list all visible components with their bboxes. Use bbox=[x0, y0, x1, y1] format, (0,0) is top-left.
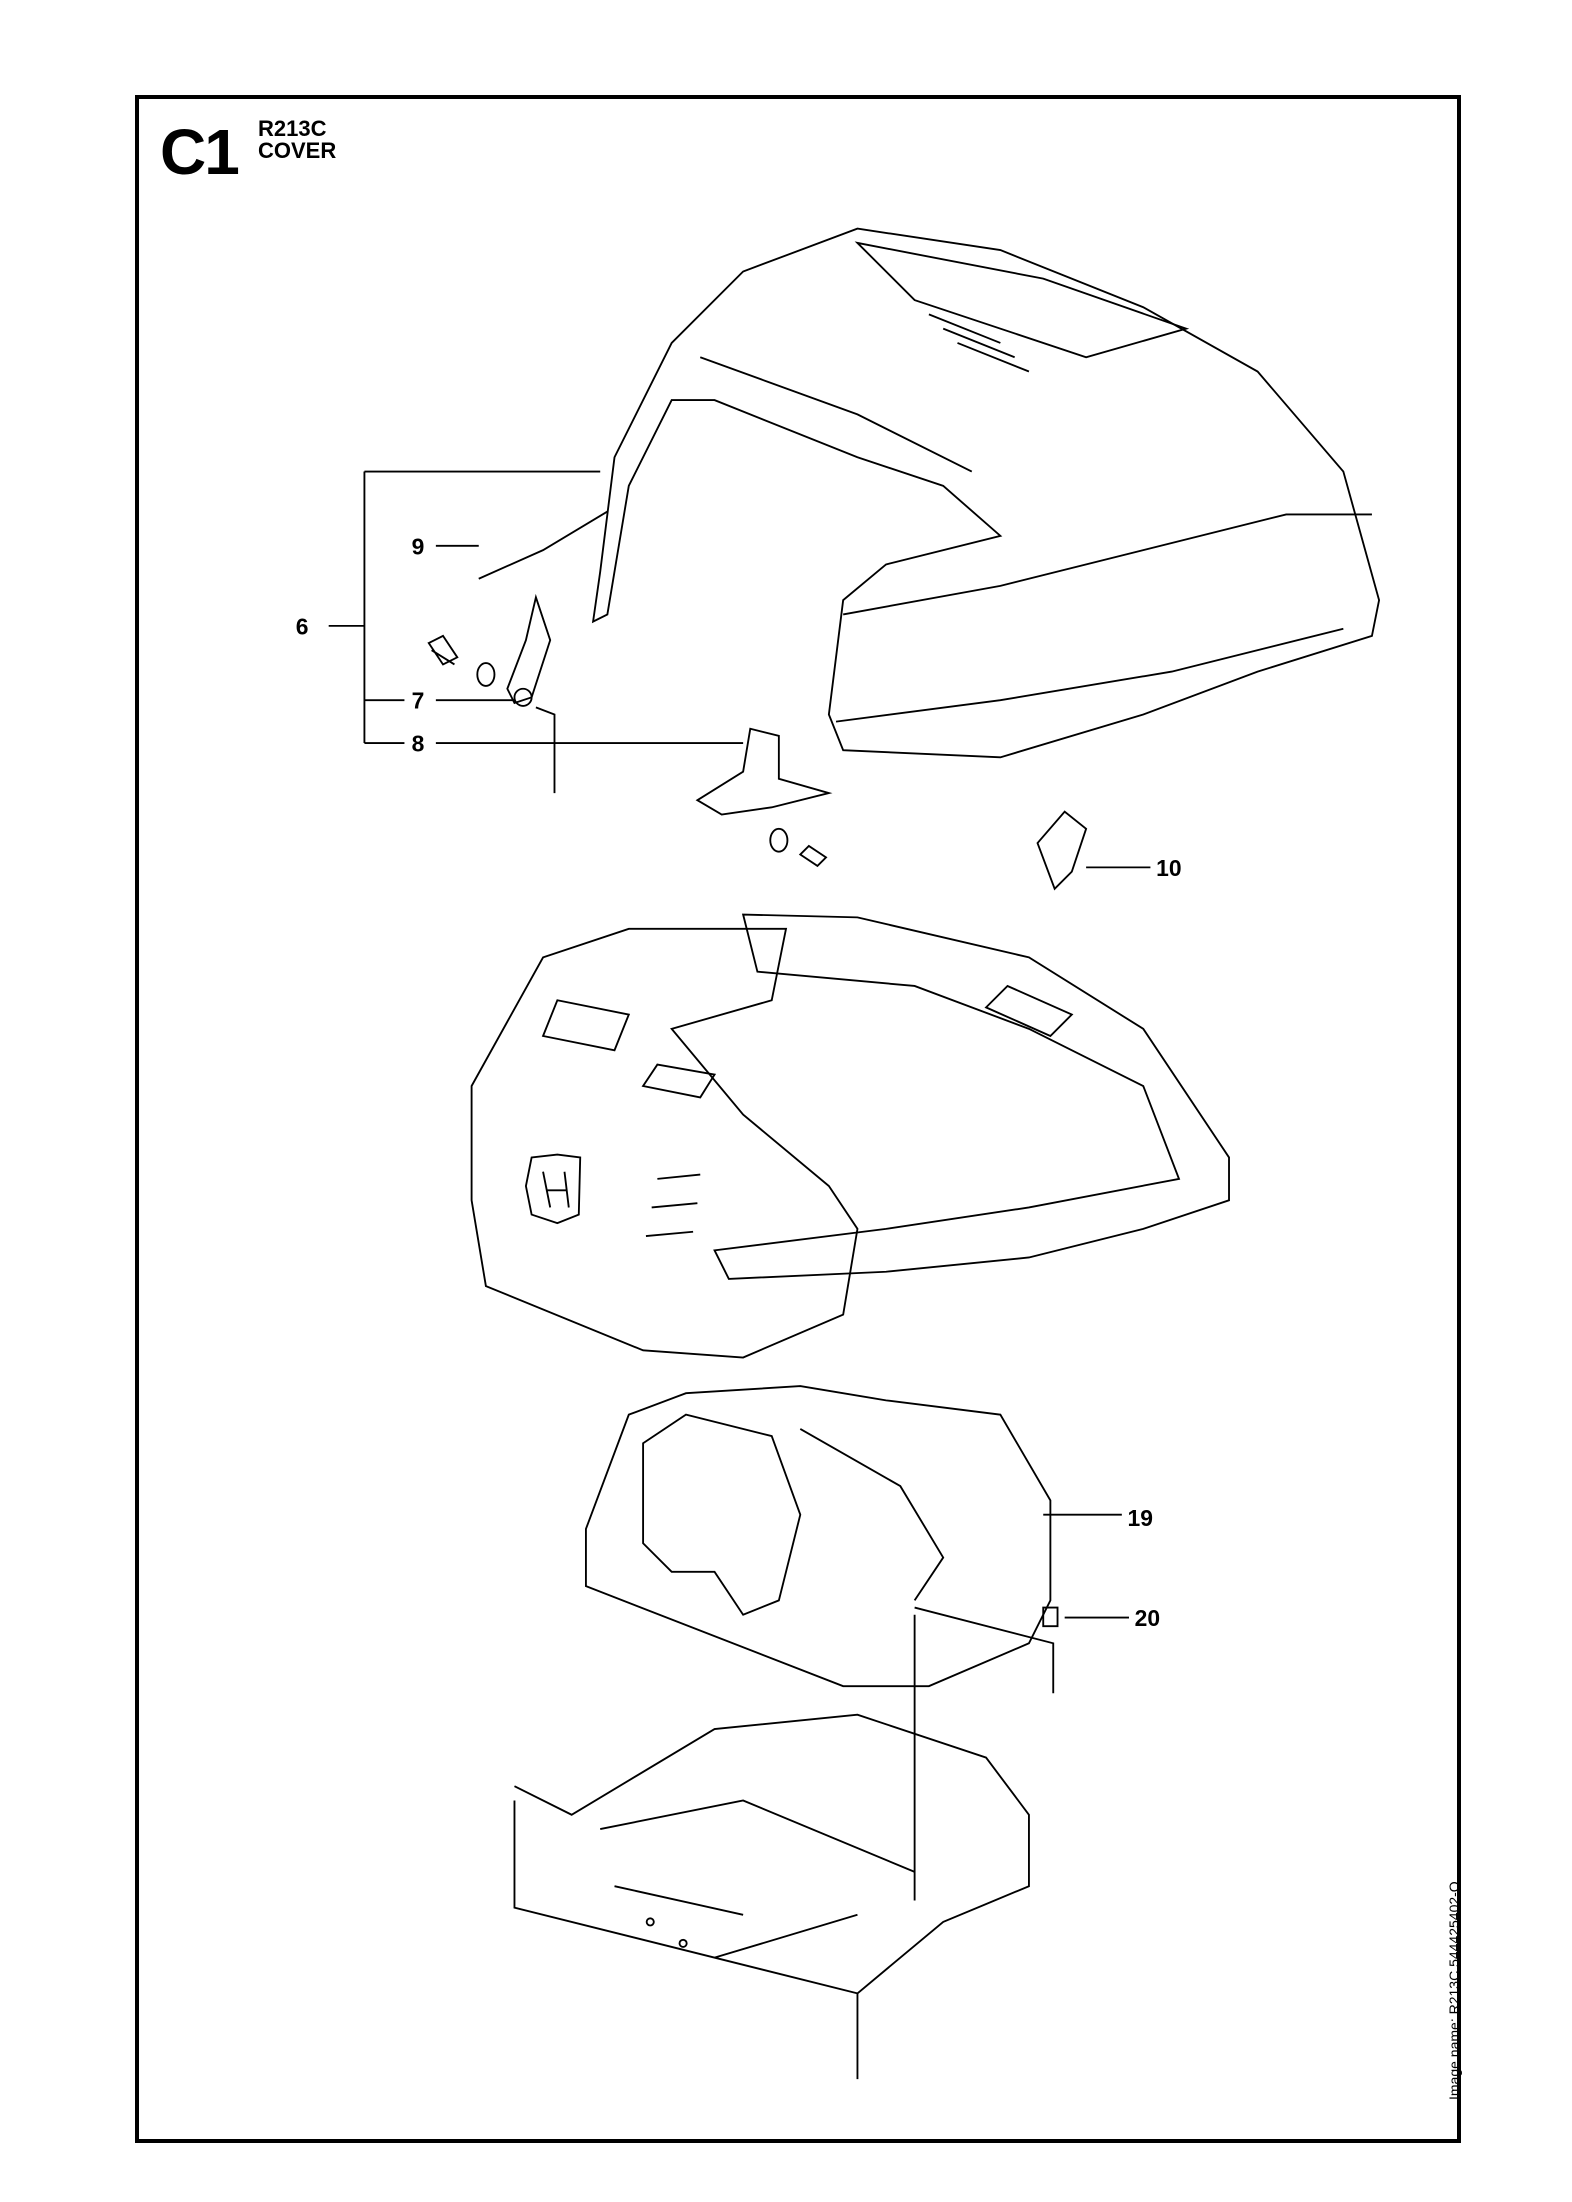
section-heading: R213C COVER bbox=[258, 118, 336, 162]
callout-9: 9 bbox=[412, 533, 425, 559]
callout-10: 10 bbox=[1156, 855, 1181, 881]
leader-lines bbox=[328, 470, 1151, 1901]
callout-20: 20 bbox=[1135, 1605, 1160, 1631]
hardware-parts bbox=[427, 510, 1088, 1628]
callout-19: 19 bbox=[1128, 1505, 1153, 1531]
callout-7: 7 bbox=[412, 688, 425, 714]
callout-8: 8 bbox=[412, 731, 425, 757]
drawing-frame bbox=[135, 95, 1461, 2143]
front-cover-part bbox=[470, 913, 1230, 1359]
top-cover-part bbox=[591, 227, 1381, 759]
model-name: R213C bbox=[258, 116, 327, 141]
section-code: C1 bbox=[160, 116, 240, 188]
battery-cover-part bbox=[584, 1385, 1052, 1688]
chassis-part bbox=[513, 1713, 1030, 2080]
callout-labels: 6 9 7 8 10 19 20 bbox=[296, 533, 1182, 1631]
section-title: COVER bbox=[258, 138, 337, 163]
callout-6: 6 bbox=[296, 613, 309, 639]
